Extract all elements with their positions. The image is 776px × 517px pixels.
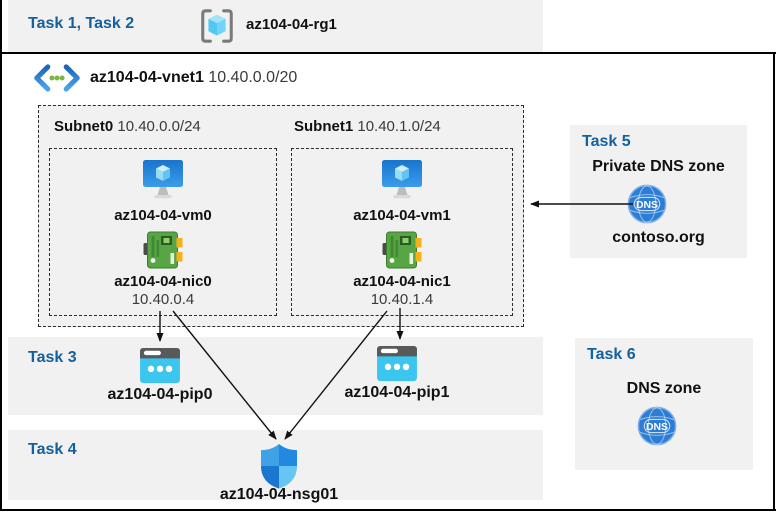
vnet-name: az104-04-vnet1	[90, 69, 204, 86]
network-interface-icon	[143, 230, 183, 270]
subnet1-name: Subnet1	[294, 118, 354, 135]
public-ip-icon	[138, 347, 182, 385]
network-security-group-icon	[259, 443, 299, 489]
frame-border-left	[0, 0, 2, 511]
dns-zone-icon-text: DNS	[646, 422, 668, 433]
nic1-name: az104-04-nic1	[353, 273, 451, 290]
pip0-label-wrap: az104-04-pip0	[90, 386, 230, 404]
vm0-name: az104-04-vm0	[114, 207, 212, 224]
subnet1-box: az104-04-vm1 az104-04-nic1 10.40.1.4	[291, 148, 513, 316]
task-1-2-band	[8, 0, 543, 52]
subnet0-name: Subnet0	[54, 118, 114, 135]
private-dns-zone-name-wrap: contoso.org	[570, 229, 747, 247]
private-dns-zone-title-wrap: Private DNS zone	[570, 158, 747, 176]
network-interface-icon	[382, 230, 422, 270]
frame-border-right	[773, 52, 775, 511]
pip1-name: az104-04-pip1	[344, 384, 450, 401]
nsg-name: az104-04-nsg01	[219, 486, 339, 503]
private-dns-zone-icon: DNS	[627, 184, 667, 224]
private-dns-zone-title: Private DNS zone	[592, 158, 725, 175]
public-ip-icon	[375, 345, 419, 383]
task-4-label: Task 4	[28, 441, 77, 458]
private-dns-icon-text: DNS	[636, 200, 658, 211]
nsg-label-wrap: az104-04-nsg01	[209, 486, 349, 504]
dns-zone-icon: DNS	[637, 406, 677, 446]
pip0-name: az104-04-pip0	[107, 386, 213, 403]
dns-zone-title: DNS zone	[626, 380, 702, 397]
nic0-name: az104-04-nic0	[114, 273, 212, 290]
virtual-machine-icon	[140, 158, 186, 202]
frame-border-bottom	[0, 509, 776, 511]
subnet1-cidr: 10.40.1.0/24	[357, 118, 441, 135]
task-3-band	[8, 337, 543, 415]
subnets-container-box	[38, 105, 524, 327]
vnet-cidr: 10.40.0.0/20	[208, 69, 298, 86]
frame-border-top-of-main-box	[0, 52, 776, 54]
subnet0-cidr: 10.40.0.0/24	[117, 118, 201, 135]
subnet0-box: az104-04-vm0 az104-04-nic0 10.40.0.4	[49, 148, 277, 316]
vnet-title: az104-04-vnet1 10.40.0.0/20	[90, 69, 297, 87]
private-dns-zone-name: contoso.org	[612, 229, 705, 246]
vm1-name: az104-04-vm1	[353, 207, 451, 224]
virtual-network-icon	[34, 64, 80, 92]
vnet-header: az104-04-vnet1 10.40.0.0/20	[34, 64, 297, 92]
nic1-ip: 10.40.1.4	[370, 291, 434, 308]
task-5-label: Task 5	[582, 133, 631, 150]
virtual-machine-icon	[379, 158, 425, 202]
nic0-ip: 10.40.0.4	[131, 291, 195, 308]
resource-group-icon	[198, 7, 236, 45]
task-1-2-label: Task 1, Task 2	[28, 15, 135, 32]
task-3-label: Task 3	[28, 349, 77, 366]
subnet1-label: Subnet1 10.40.1.0/24	[294, 118, 441, 135]
pip1-label-wrap: az104-04-pip1	[327, 384, 467, 402]
dns-zone-title-wrap: DNS zone	[575, 380, 753, 398]
resource-group-name: az104-04-rg1	[246, 16, 337, 33]
task-6-label: Task 6	[587, 346, 636, 363]
task-6-panel	[575, 338, 753, 470]
subnet0-label: Subnet0 10.40.0.0/24	[54, 118, 201, 135]
